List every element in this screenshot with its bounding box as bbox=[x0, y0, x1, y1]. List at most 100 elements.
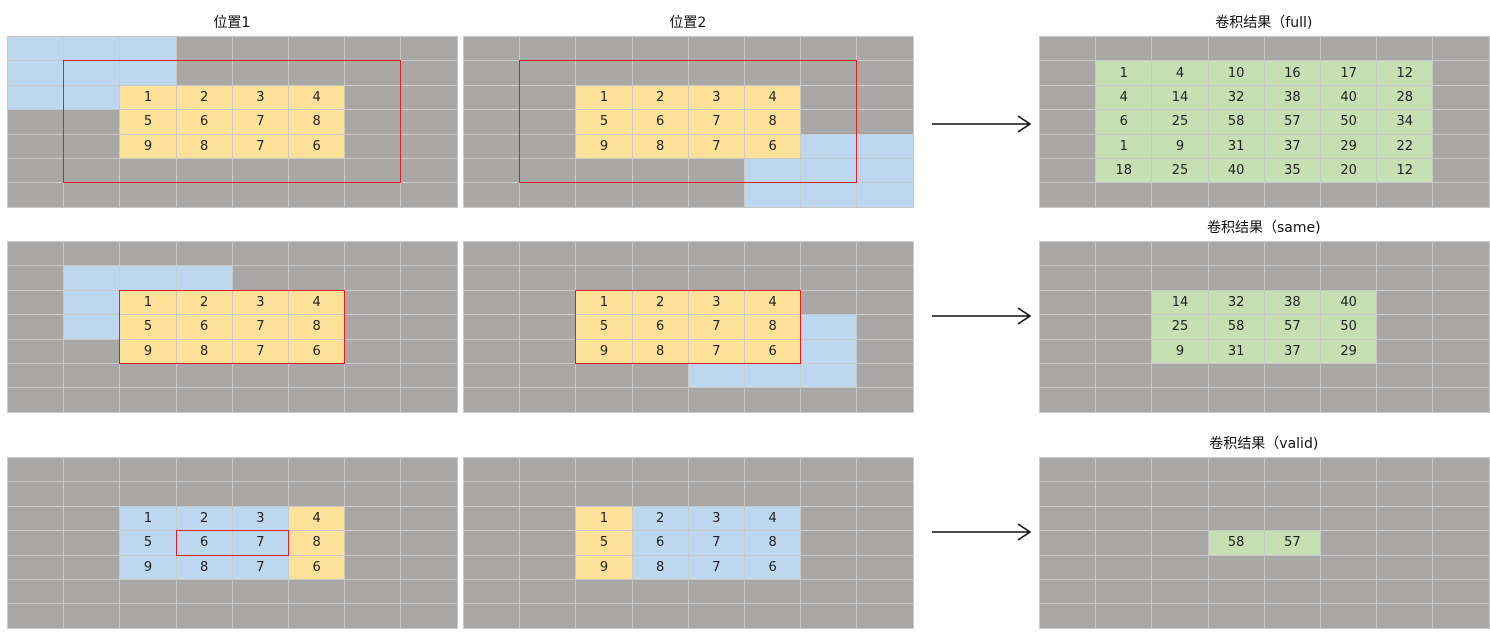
grid-cell bbox=[1151, 579, 1209, 605]
grid-cell bbox=[687, 481, 745, 507]
value-cell: 6 bbox=[288, 133, 346, 159]
grid-cell bbox=[519, 554, 577, 580]
grid-cell bbox=[231, 579, 289, 605]
grid-cell bbox=[1039, 182, 1097, 208]
grid-cell bbox=[1151, 505, 1209, 532]
value-cell: 2 bbox=[631, 84, 689, 111]
grid-cell bbox=[63, 109, 121, 135]
grid-cell bbox=[744, 158, 802, 184]
grid-cell bbox=[7, 457, 65, 483]
grid-cell bbox=[1207, 363, 1265, 389]
grid-cell bbox=[744, 36, 802, 62]
grid-cell bbox=[575, 158, 633, 184]
grid-cell bbox=[1376, 36, 1434, 62]
grid-cell bbox=[63, 579, 121, 605]
value-cell: 4 bbox=[744, 84, 802, 111]
value-cell: 25 bbox=[1151, 158, 1209, 184]
grid-cell bbox=[344, 530, 402, 556]
value-cell: 7 bbox=[231, 338, 289, 364]
grid-cell bbox=[344, 109, 402, 135]
value-cell: 3 bbox=[231, 84, 289, 111]
grid-cell bbox=[1207, 241, 1265, 267]
grid-cell bbox=[119, 603, 177, 629]
grid-cell bbox=[1039, 289, 1097, 316]
grid-cell bbox=[856, 265, 914, 291]
grid-cell bbox=[7, 182, 65, 208]
grid-cell bbox=[344, 603, 402, 629]
grid-cell bbox=[63, 338, 121, 364]
grid-cell bbox=[119, 579, 177, 605]
grid-cell bbox=[231, 60, 289, 86]
grid-cell bbox=[631, 241, 689, 267]
value-cell: 57 bbox=[1263, 530, 1321, 556]
grid-cell bbox=[519, 314, 577, 340]
grid-cell bbox=[400, 338, 458, 364]
value-cell: 1 bbox=[1095, 133, 1153, 159]
grid-cell bbox=[288, 481, 346, 507]
grid-cell bbox=[800, 530, 858, 556]
value-cell: 6 bbox=[175, 530, 233, 556]
value-cell: 3 bbox=[231, 289, 289, 316]
value-cell: 5 bbox=[575, 314, 633, 340]
grid-cell bbox=[344, 36, 402, 62]
value-cell: 1 bbox=[119, 505, 177, 532]
grid-cell bbox=[1039, 603, 1097, 629]
grid-cell bbox=[1095, 505, 1153, 532]
value-cell: 38 bbox=[1263, 84, 1321, 111]
grid-cell bbox=[800, 579, 858, 605]
value-cell: 35 bbox=[1263, 158, 1321, 184]
value-cell: 50 bbox=[1320, 109, 1378, 135]
grid-cell bbox=[856, 338, 914, 364]
grid-cell bbox=[519, 457, 577, 483]
grid-cell bbox=[800, 554, 858, 580]
grid-cell bbox=[744, 457, 802, 483]
value-cell: 32 bbox=[1207, 84, 1265, 111]
value-cell: 6 bbox=[175, 314, 233, 340]
grid-cell bbox=[63, 481, 121, 507]
grid-cell bbox=[856, 505, 914, 532]
grid-cell bbox=[1095, 241, 1153, 267]
grid-cell bbox=[175, 363, 233, 389]
grid-cell bbox=[575, 363, 633, 389]
grid-cell bbox=[519, 505, 577, 532]
grid-cell bbox=[400, 60, 458, 86]
value-cell: 3 bbox=[687, 289, 745, 316]
grid-cell bbox=[344, 579, 402, 605]
grid-cell bbox=[400, 36, 458, 62]
grid-cell bbox=[1151, 387, 1209, 413]
grid-cell bbox=[1376, 289, 1434, 316]
value-cell: 6 bbox=[631, 530, 689, 556]
grid-cell bbox=[463, 314, 521, 340]
grid-cell bbox=[1320, 481, 1378, 507]
grid-cell bbox=[344, 158, 402, 184]
value-cell: 8 bbox=[744, 109, 802, 135]
grid-cell bbox=[231, 603, 289, 629]
grid-cell bbox=[1039, 60, 1097, 86]
grid-cell bbox=[344, 265, 402, 291]
value-cell: 22 bbox=[1376, 133, 1434, 159]
grid-cell bbox=[63, 603, 121, 629]
value-cell: 6 bbox=[1095, 109, 1153, 135]
grid-cell bbox=[344, 481, 402, 507]
grid-cell bbox=[288, 60, 346, 86]
value-cell: 57 bbox=[1263, 109, 1321, 135]
grid-cell bbox=[175, 60, 233, 86]
grid-cell bbox=[1039, 265, 1097, 291]
grid-cell bbox=[400, 182, 458, 208]
value-cell: 3 bbox=[231, 505, 289, 532]
grid-cell bbox=[744, 265, 802, 291]
grid-cell bbox=[1095, 457, 1153, 483]
grid-cell bbox=[7, 265, 65, 291]
value-cell: 6 bbox=[744, 338, 802, 364]
grid-cell bbox=[7, 363, 65, 389]
arrow-head bbox=[1017, 523, 1032, 541]
grid-cell bbox=[1320, 579, 1378, 605]
grid-cell bbox=[344, 363, 402, 389]
value-cell: 8 bbox=[631, 554, 689, 580]
grid-cell bbox=[800, 457, 858, 483]
